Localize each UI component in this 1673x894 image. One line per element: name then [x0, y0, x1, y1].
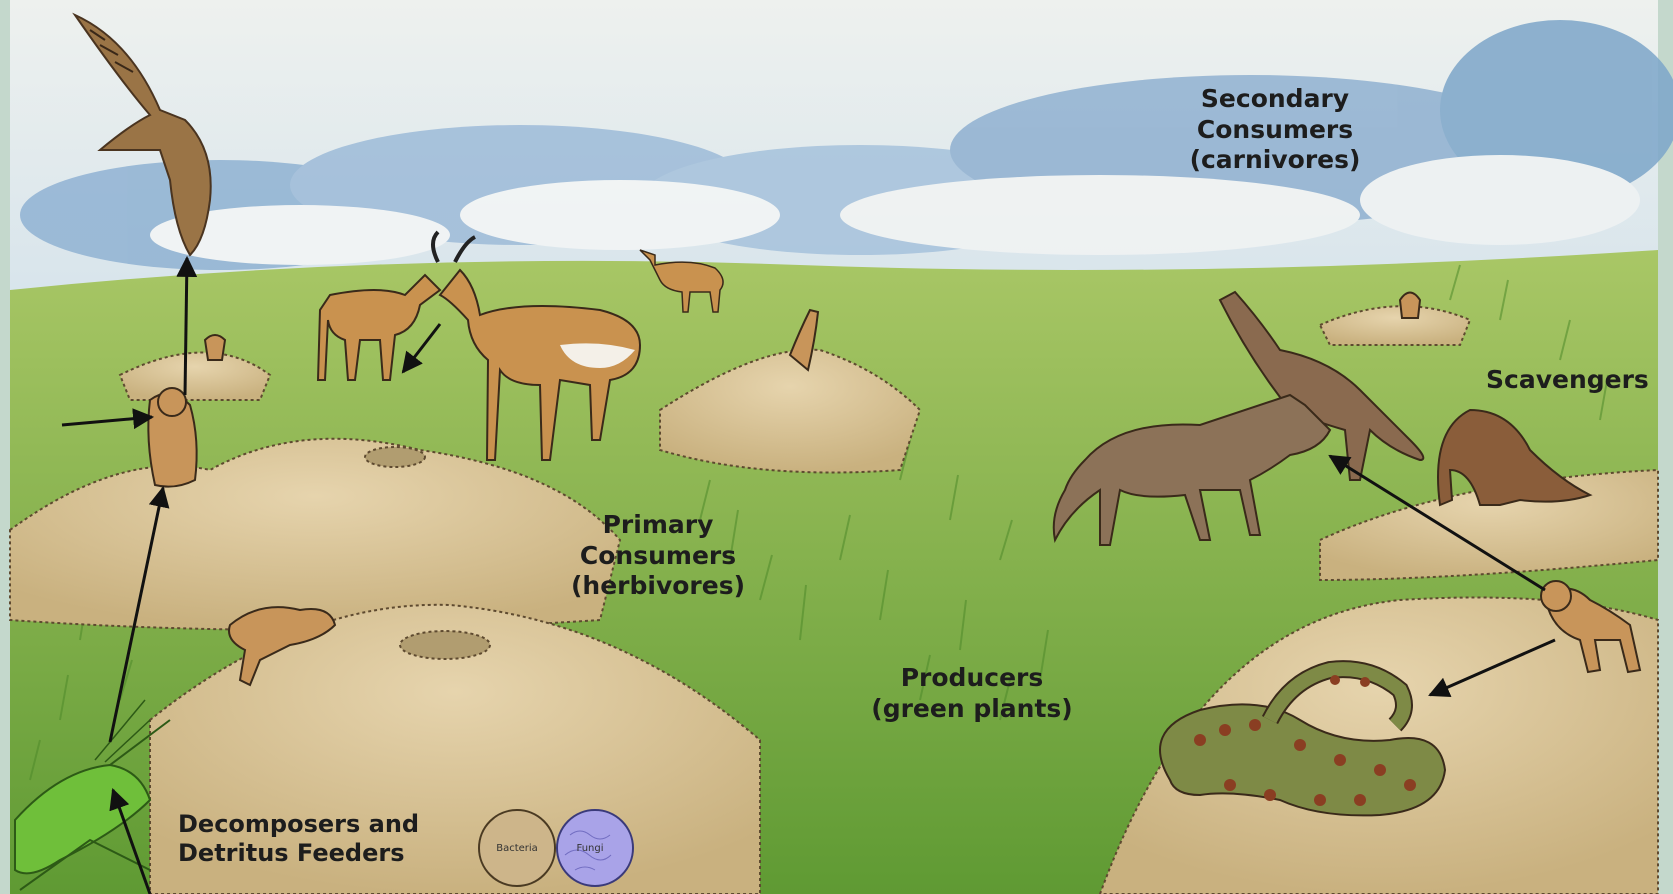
primary-line3: (herbivores) [548, 571, 768, 602]
secondary-consumers-label: Secondary Consumers (carnivores) [1170, 84, 1380, 176]
decomposers-line1: Decomposers and [178, 810, 419, 839]
bacteria-label: Bacteria [487, 843, 547, 854]
decomposers-line2: Detritus Feeders [178, 839, 419, 868]
producers-line2: (green plants) [852, 694, 1092, 725]
primary-line2: Consumers [548, 541, 768, 572]
primary-line1: Primary [548, 510, 768, 541]
scavengers-label: Scavengers [1486, 365, 1649, 396]
secondary-line2: Consumers [1170, 115, 1380, 146]
producers-label: Producers (green plants) [852, 663, 1092, 724]
decomposers-label: Decomposers and Detritus Feeders [178, 810, 419, 869]
secondary-line3: (carnivores) [1170, 145, 1380, 176]
producers-line1: Producers [852, 663, 1092, 694]
primary-consumers-label: Primary Consumers (herbivores) [548, 510, 768, 602]
secondary-line1: Secondary [1170, 84, 1380, 115]
fungi-label: Fungi [570, 843, 610, 854]
